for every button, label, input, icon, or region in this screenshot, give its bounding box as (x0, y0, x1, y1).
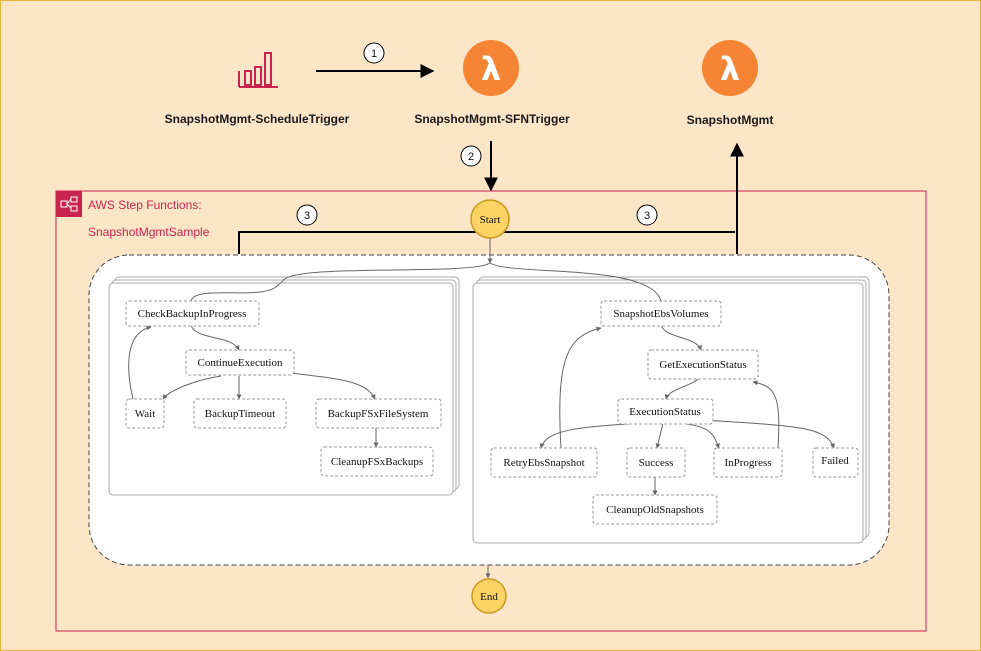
svg-text:RetryEbsSnapshot: RetryEbsSnapshot (503, 457, 584, 469)
state-success[interactable]: Success (626, 447, 686, 478)
state-machine-name: SnapshotMgmtSample (88, 225, 210, 239)
edge-execstatus-to-retry (539, 422, 642, 449)
svg-text:CleanupFSxBackups: CleanupFSxBackups (331, 456, 423, 468)
state-cleanup-fsx-backups[interactable]: CleanupFSxBackups (320, 446, 434, 477)
lambda-icon: λ (702, 40, 758, 96)
edge-continue-to-backup (290, 372, 376, 400)
svg-text:Failed: Failed (821, 455, 849, 467)
svg-text:BackupFSxFileSystem: BackupFSxFileSystem (328, 408, 429, 420)
start-state[interactable]: Start (470, 199, 510, 239)
step-functions-icon (56, 191, 82, 217)
start-connector (238, 231, 735, 254)
svg-text:InProgress: InProgress (724, 457, 771, 469)
state-execution-status[interactable]: ExecutionStatus (617, 398, 714, 425)
lambda-icon: λ (463, 40, 519, 96)
svg-text:ContinueExecution: ContinueExecution (198, 357, 283, 369)
edge-wait-to-check (128, 325, 152, 400)
svg-text:Success: Success (639, 457, 674, 469)
edge-execstatus-to-failed (700, 419, 835, 449)
svg-text:End: End (480, 591, 498, 603)
snapshot-mgmt-label: SnapshotMgmt (687, 113, 774, 127)
state-retry-ebs-snapshot[interactable]: RetryEbsSnapshot (490, 447, 598, 478)
edge-continue-to-wait (162, 375, 222, 400)
svg-text:λ: λ (481, 50, 501, 88)
svg-text:GetExecutionStatus: GetExecutionStatus (659, 359, 746, 371)
state-snapshot-ebs-volumes[interactable]: SnapshotEbsVolumes (600, 300, 722, 327)
svg-text:λ: λ (720, 50, 740, 88)
svg-text:ExecutionStatus: ExecutionStatus (629, 406, 701, 418)
step-3-badge: 3 (636, 204, 658, 226)
state-in-progress[interactable]: InProgress (713, 447, 783, 478)
state-backup-timeout[interactable]: BackupTimeout (193, 398, 287, 429)
edge-retry-to-snapshot (559, 326, 602, 449)
end-state[interactable]: End (471, 578, 507, 614)
edge-parallel-to-left (190, 262, 491, 302)
state-get-execution-status[interactable]: GetExecutionStatus (647, 349, 759, 380)
schedule-trigger-label: SnapshotMgmt-ScheduleTrigger (165, 112, 350, 126)
svg-text:3: 3 (644, 210, 650, 222)
svg-text:1: 1 (371, 48, 377, 60)
edge-execstatus-to-inprogress (680, 422, 720, 449)
step-3-badge: 3 (296, 204, 318, 226)
sfn-trigger-label: SnapshotMgmt-SFNTrigger (414, 112, 570, 126)
step-2-badge: 2 (460, 145, 482, 167)
step-functions-title: AWS Step Functions: (88, 198, 202, 212)
state-continue-execution[interactable]: ContinueExecution (185, 349, 295, 376)
state-cleanup-old-snapshots[interactable]: CleanupOldSnapshots (592, 494, 718, 525)
state-failed[interactable]: Failed (812, 447, 859, 478)
edge-inprogress-to-getstatus (752, 380, 780, 449)
edge-execstatus-to-success (655, 422, 664, 449)
state-check-backup-in-progress[interactable]: CheckBackupInProgress (125, 300, 260, 327)
svg-text:2: 2 (468, 151, 474, 163)
svg-text:Wait: Wait (135, 408, 156, 420)
svg-text:SnapshotEbsVolumes: SnapshotEbsVolumes (613, 308, 708, 320)
state-backup-fsx-file-system[interactable]: BackupFSxFileSystem (315, 398, 442, 429)
step-functions-frame (55, 190, 927, 632)
step-1-badge: 1 (363, 42, 385, 64)
state-wait[interactable]: Wait (125, 398, 165, 429)
schedule-trigger-icon (238, 52, 278, 88)
edge-check-to-continue (190, 324, 240, 351)
edge-parallel-to-right (489, 262, 662, 302)
svg-text:CleanupOldSnapshots: CleanupOldSnapshots (606, 504, 704, 516)
edge-snapshot-to-getstatus (660, 324, 702, 351)
svg-text:3: 3 (304, 210, 310, 222)
svg-text:Start: Start (480, 214, 501, 226)
svg-text:CheckBackupInProgress: CheckBackupInProgress (138, 308, 247, 320)
svg-text:BackupTimeout: BackupTimeout (205, 408, 276, 420)
